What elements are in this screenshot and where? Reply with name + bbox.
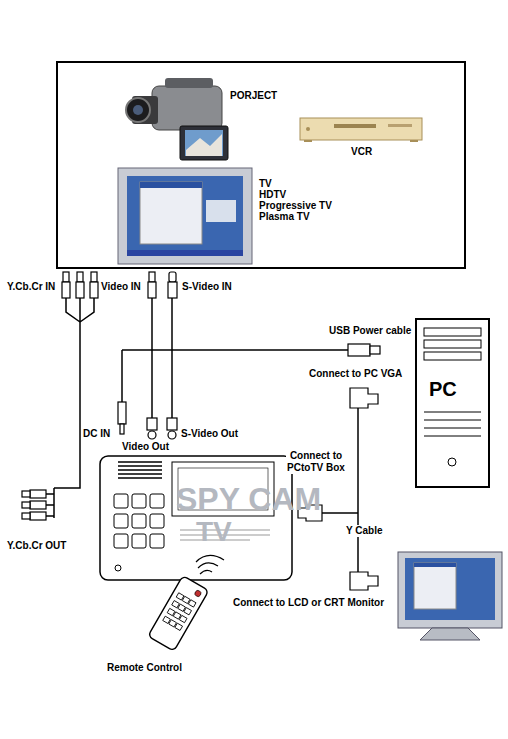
remote-control [148, 576, 209, 652]
cable-label: USB Power cable [328, 325, 412, 337]
television [118, 168, 252, 264]
pctotv-box [100, 456, 292, 580]
port-label: DC IN [82, 428, 111, 440]
connector-label: Connect to LCD or CRT Monitor [232, 597, 385, 609]
monitor [398, 552, 502, 640]
port-label: Video IN [100, 281, 142, 293]
rca-plugs-out [22, 490, 46, 520]
device-caption: Plasma TV [258, 211, 311, 223]
device-caption: PORJECT [229, 90, 278, 102]
watermark: TV [196, 517, 232, 546]
device-caption: Remote Control [106, 662, 183, 674]
port-label: Y.Cb.Cr IN [6, 281, 56, 293]
connector-label: Connect to PCtoTV Box [286, 450, 346, 474]
vcr [300, 118, 422, 142]
port-label: S-Video Out [180, 428, 239, 440]
pc-tower: PC [415, 318, 490, 488]
camcorder [126, 78, 228, 160]
node-text: PC [429, 378, 457, 400]
port-label: S-Video IN [181, 281, 233, 293]
watermark: SPY CAM [176, 482, 321, 516]
port-label: Y.Cb.Cr OUT [6, 540, 67, 552]
cable-label: Y Cable [345, 525, 384, 537]
device-caption: VCR [350, 146, 373, 158]
port-label: Video Out [121, 441, 170, 453]
rca-plugs-in [62, 272, 98, 298]
cable-label: Connect to PC VGA [308, 368, 403, 380]
